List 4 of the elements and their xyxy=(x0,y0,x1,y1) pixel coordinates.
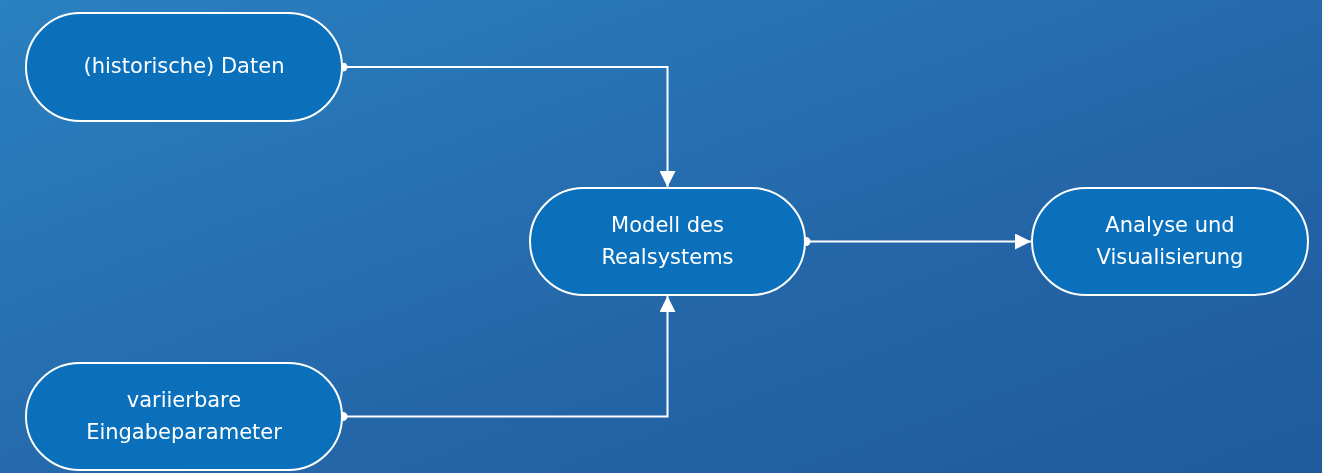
node-label: Analyse und Visualisierung xyxy=(1095,212,1245,271)
node-label: variierbare Eingabeparameter xyxy=(85,387,283,446)
node-label: Modell des Realsystems xyxy=(600,212,735,271)
node-label: (historische) Daten xyxy=(82,53,286,81)
